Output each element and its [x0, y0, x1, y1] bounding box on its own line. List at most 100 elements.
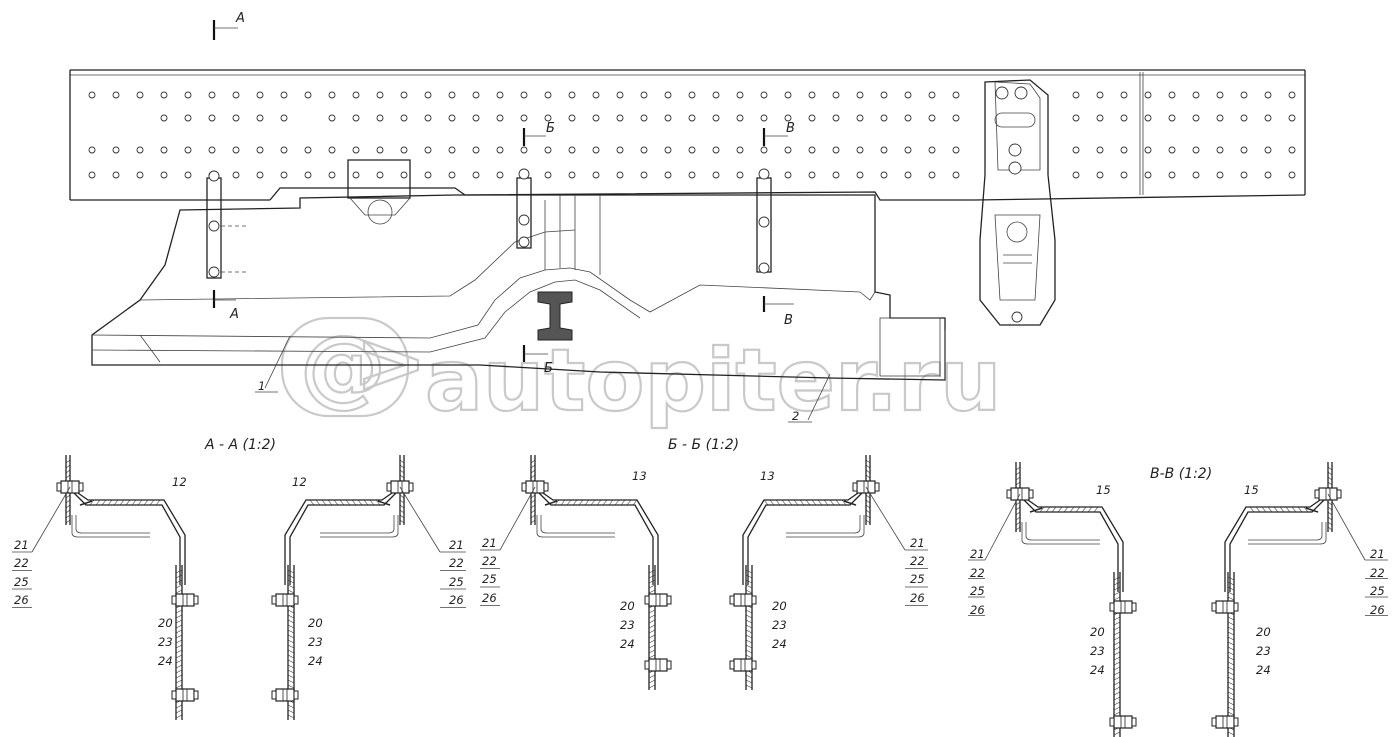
rail-hole: [1096, 146, 1104, 154]
rail-hole: [1216, 146, 1224, 154]
rail-hole: [1072, 171, 1080, 179]
rail-hole: [400, 146, 408, 154]
label-aa-r-20: 20: [308, 616, 323, 630]
rail-hole: [784, 171, 792, 179]
rail-hole: [496, 114, 504, 122]
rail-hole: [928, 171, 936, 179]
rail-hole: [424, 114, 432, 122]
rail-hole: [592, 171, 600, 179]
hangers: [206, 168, 772, 341]
rail-hole: [640, 146, 648, 154]
rail-hole: [256, 146, 264, 154]
rail-hole: [520, 146, 528, 154]
rail-hole: [1168, 91, 1176, 99]
label-bb-l-23: 23: [620, 618, 635, 632]
rail-hole: [712, 91, 720, 99]
section-labels: 12 21 22 25 26 20 23 24 12 21 22 25 26 2…: [14, 469, 1385, 677]
rail-hole: [592, 91, 600, 99]
rail-hole: [736, 114, 744, 122]
label-bb-l-20: 20: [620, 599, 635, 613]
section-title-a: А - А (1:2): [204, 437, 276, 453]
rail-hole: [112, 171, 120, 179]
label-bb-l-24: 24: [620, 637, 635, 651]
rail-hole: [1192, 114, 1200, 122]
rail-hole: [112, 91, 120, 99]
rail-hole: [448, 91, 456, 99]
rail-hole: [784, 146, 792, 154]
rail-hole: [1096, 114, 1104, 122]
rail-hole: [880, 114, 888, 122]
label-vv-r-26: 26: [1370, 603, 1385, 617]
rail-hole: [496, 171, 504, 179]
rail-hole: [160, 91, 168, 99]
rail-hole: [232, 171, 240, 179]
section-profile: [56, 455, 199, 720]
rail-hole: [208, 146, 216, 154]
rail-hole: [664, 146, 672, 154]
rail-hole: [856, 91, 864, 99]
frame-rail: [69, 69, 1306, 201]
rail-hole: [328, 171, 336, 179]
rail-hole: [232, 114, 240, 122]
label-bb-r-22: 22: [910, 554, 925, 568]
rail-hole: [376, 114, 384, 122]
rail-hole: [472, 171, 480, 179]
rail-hole: [712, 171, 720, 179]
rail-hole: [832, 146, 840, 154]
part-label-1: 1: [258, 379, 265, 393]
rail-hole: [928, 114, 936, 122]
rail-hole: [1192, 91, 1200, 99]
rail-hole: [352, 114, 360, 122]
rail-hole: [544, 91, 552, 99]
rail-hole: [304, 91, 312, 99]
rail-hole: [400, 114, 408, 122]
label-vv-r-25: 25: [1370, 584, 1385, 598]
rail-hole: [1120, 171, 1128, 179]
svg-text:@: @: [300, 317, 386, 417]
rail-hole: [784, 114, 792, 122]
rail-hole: [904, 146, 912, 154]
rail-hole: [280, 146, 288, 154]
rail-hole: [472, 91, 480, 99]
label-vv-l-15: 15: [1096, 483, 1111, 497]
rail-hole: [640, 91, 648, 99]
rail-hole: [376, 91, 384, 99]
rail-hole: [472, 146, 480, 154]
rail-hole: [688, 91, 696, 99]
rail-hole: [88, 146, 96, 154]
rail-hole: [520, 114, 528, 122]
label-bb-r-13: 13: [760, 469, 775, 483]
label-bb-r-21: 21: [910, 536, 925, 550]
rail-hole: [1288, 114, 1296, 122]
rail-hole: [712, 114, 720, 122]
section-profile: [1211, 462, 1342, 737]
rail-hole: [688, 146, 696, 154]
rail-hole: [1072, 146, 1080, 154]
label-bb-l-13: 13: [632, 469, 647, 483]
label-vv-l-24: 24: [1090, 663, 1105, 677]
rail-hole: [808, 146, 816, 154]
rail-hole: [1288, 146, 1296, 154]
label-vv-l-22: 22: [970, 566, 985, 580]
rail-hole: [760, 91, 768, 99]
label-bb-r-20: 20: [772, 599, 787, 613]
label-bb-r-23: 23: [772, 618, 787, 632]
rail-hole: [136, 146, 144, 154]
rail-hole: [736, 171, 744, 179]
rail-hole: [568, 146, 576, 154]
section-markers: А А Б Б В В: [212, 11, 795, 376]
rail-hole: [832, 171, 840, 179]
rail-hole: [328, 91, 336, 99]
rail-hole: [1072, 91, 1080, 99]
rail-hole: [88, 171, 96, 179]
label-vv-r-15: 15: [1244, 483, 1259, 497]
rail-hole: [304, 146, 312, 154]
label-aa-l-26: 26: [14, 593, 29, 607]
rail-hole: [904, 114, 912, 122]
rail-hole: [472, 114, 480, 122]
rail-hole: [184, 171, 192, 179]
label-vv-l-23: 23: [1090, 644, 1105, 658]
rail-hole: [1264, 146, 1272, 154]
section-mark-b-bottom: Б: [544, 361, 553, 376]
rail-hole: [496, 146, 504, 154]
